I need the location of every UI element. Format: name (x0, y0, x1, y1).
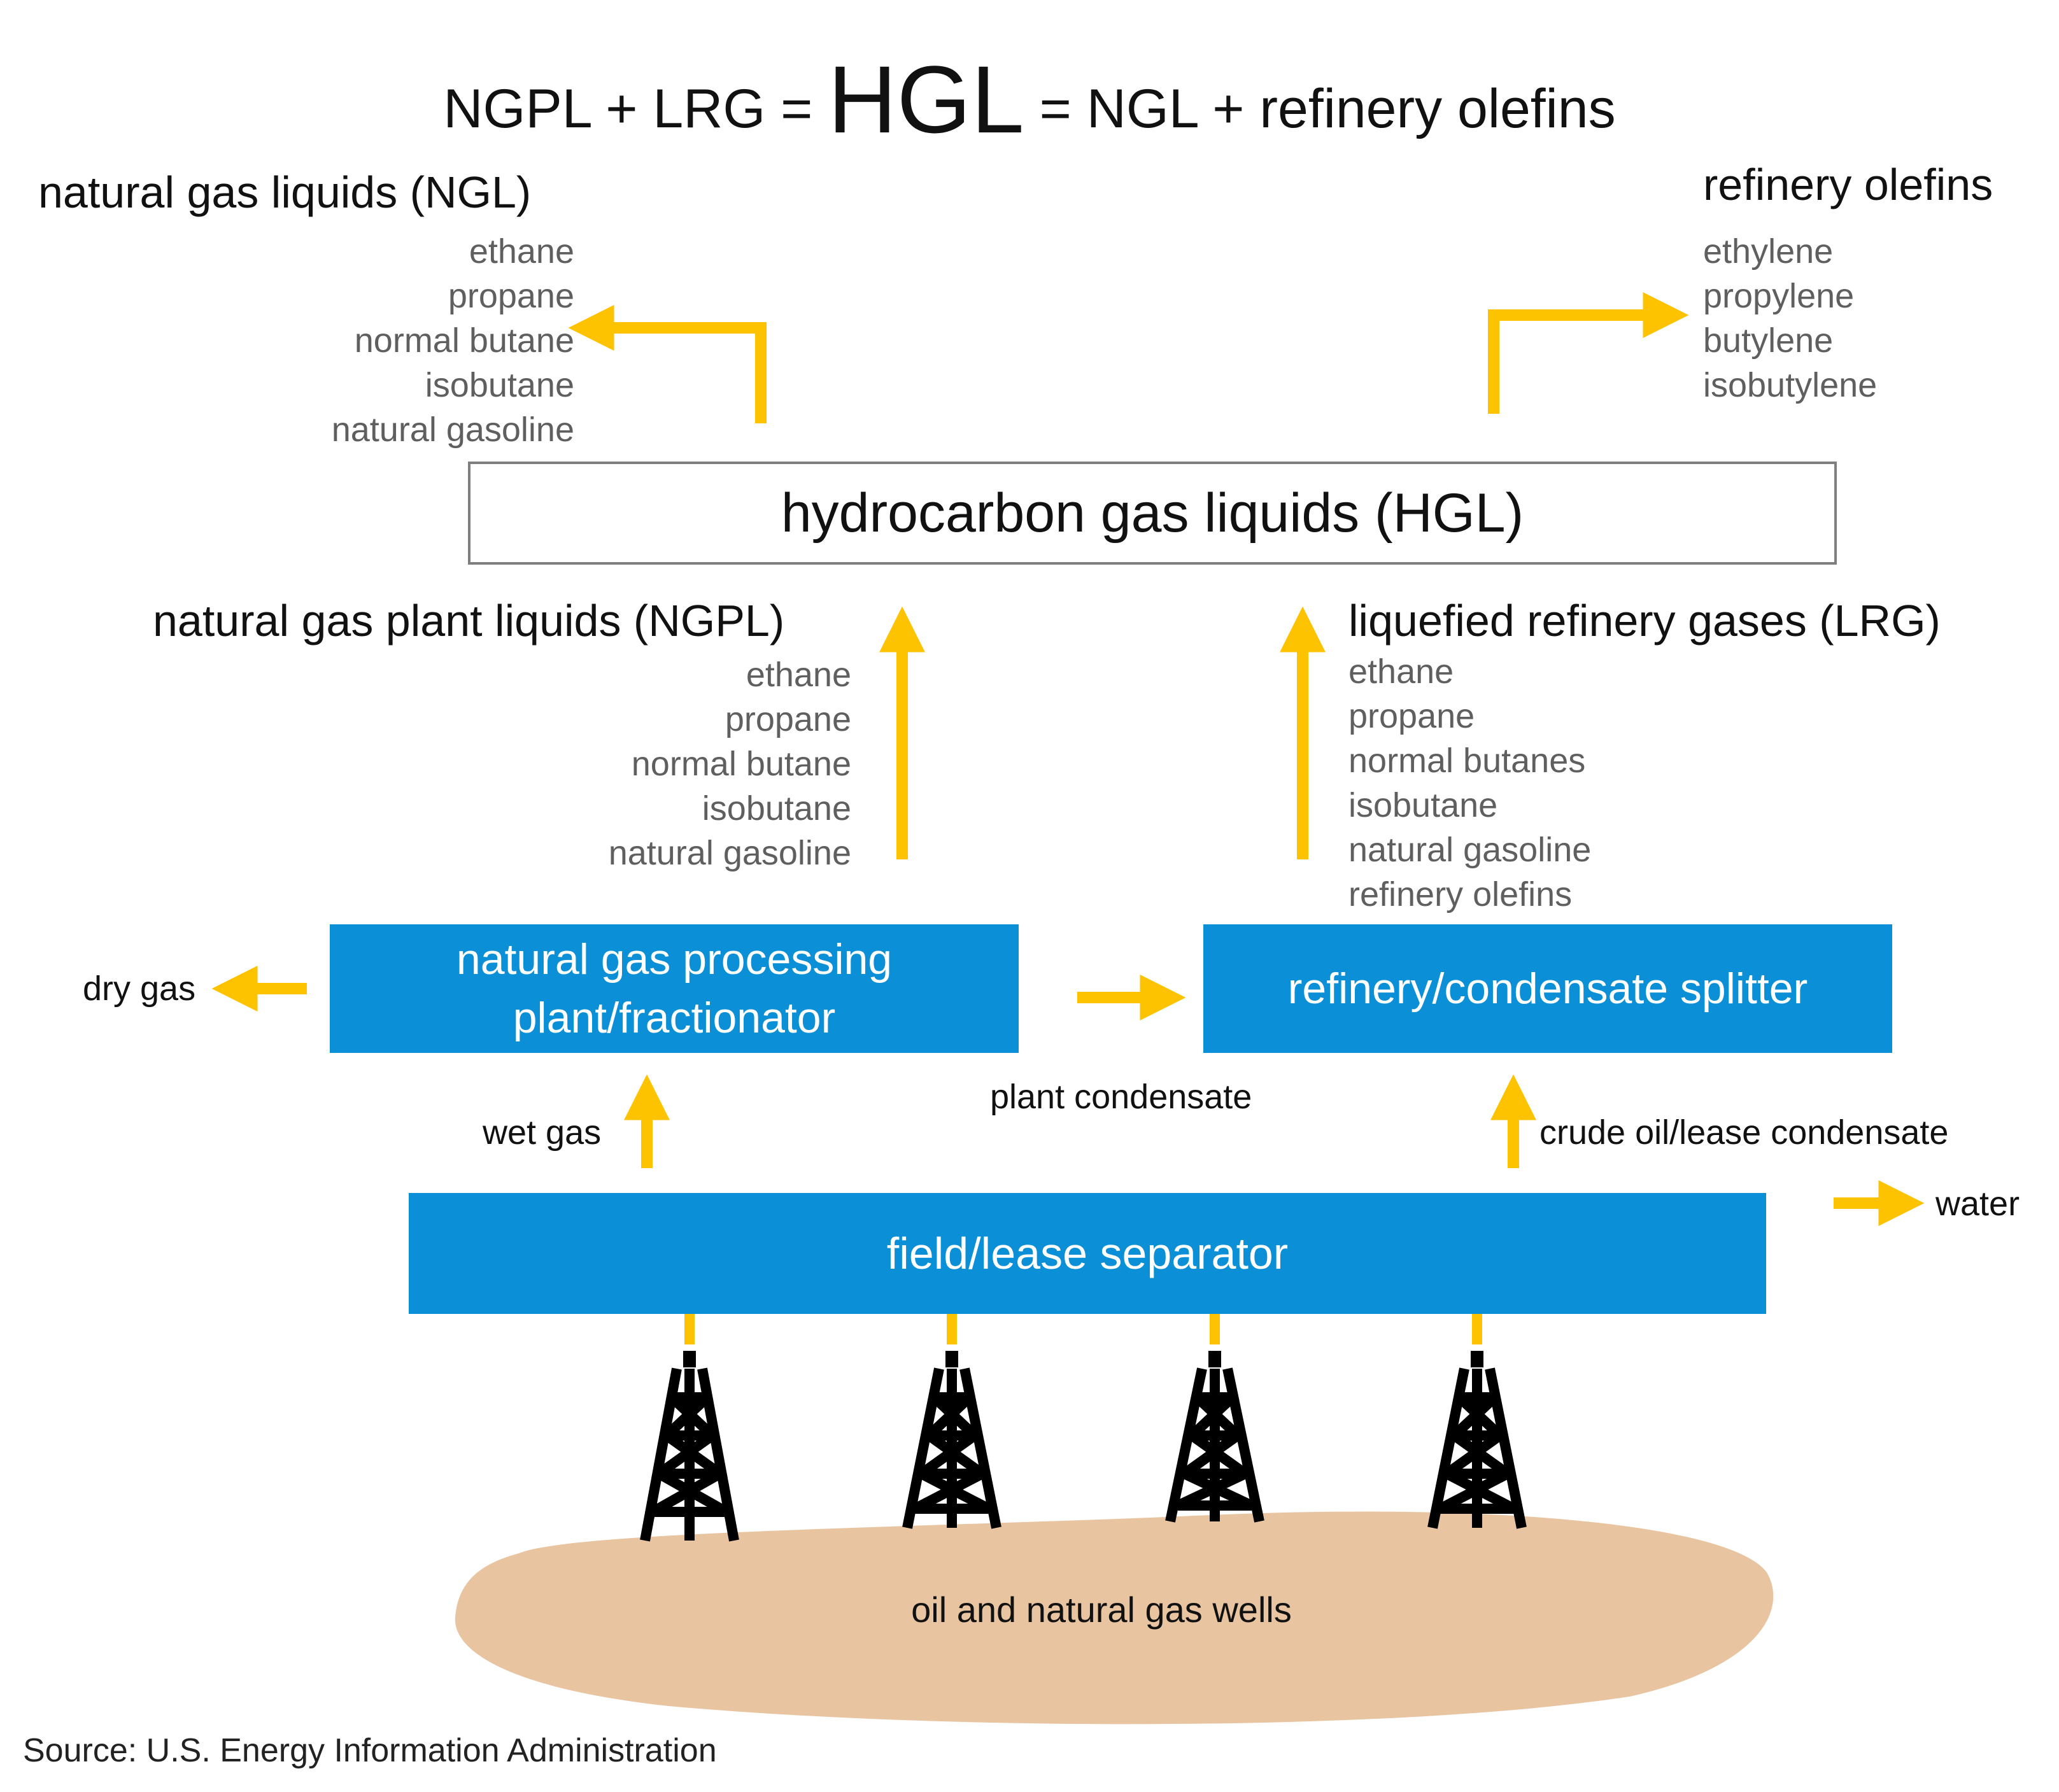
lrg-list: ethane propane normal butanes isobutane … (1348, 649, 1591, 917)
oil-derrick-icon (902, 1351, 1001, 1529)
oil-derrick-icon (1165, 1351, 1264, 1523)
processing-plant-line2: plant/fractionator (513, 994, 836, 1042)
arrow-hgl-to-ngl (568, 305, 767, 423)
hgl-box: hydrocarbon gas liquids (HGL) (468, 462, 1837, 565)
title-right: = NGL + refinery olefins (1039, 78, 1616, 139)
oil-derrick-icon (640, 1351, 739, 1542)
list-item: refinery olefins (1348, 875, 1573, 914)
diagram-title: NGPL + LRG = HGL = NGL + refinery olefin… (0, 45, 2059, 155)
refinery-splitter-box: refinery/condensate splitter (1203, 924, 1892, 1053)
ngl-heading: natural gas liquids (NGL) (38, 167, 532, 217)
title-left: NGPL + LRG = (443, 78, 813, 139)
ngl-list: ethane propane normal butane isobutane n… (191, 229, 574, 452)
ngpl-list: ethane propane normal butane isobutane n… (471, 653, 851, 875)
list-item: isobutane (425, 366, 574, 404)
oil-derrick-icon (1427, 1351, 1527, 1529)
ngpl-heading: natural gas plant liquids (NGPL) (153, 596, 785, 646)
list-item: normal butanes (1348, 742, 1586, 780)
crude-oil-label: crude oil/lease condensate (1539, 1113, 1949, 1152)
wells-label: oil and natural gas wells (911, 1590, 1292, 1630)
list-item: normal butane (354, 321, 574, 360)
list-item: natural gasoline (1348, 831, 1592, 869)
list-item: propylene (1703, 277, 1855, 315)
list-item: propane (448, 277, 574, 315)
dry-gas-label: dry gas (83, 970, 196, 1008)
list-item: ethane (746, 656, 851, 694)
list-item: isobutane (1348, 786, 1498, 824)
derrick-feed-lines (684, 1314, 1482, 1344)
source-note: Source: U.S. Energy Information Administ… (23, 1732, 717, 1769)
list-item: propane (725, 700, 851, 738)
list-item: natural gasoline (608, 834, 851, 872)
processing-plant-line1: natural gas processing (456, 935, 893, 984)
list-item: natural gasoline (331, 411, 574, 449)
arrow-hgl-to-olefins (1488, 292, 1689, 414)
list-item: isobutane (702, 789, 851, 828)
olefins-list: ethylene propylene butylene isobutylene (1703, 229, 1877, 407)
list-item: propane (1348, 697, 1475, 735)
list-item: normal butane (631, 745, 851, 783)
plant-condensate-label: plant condensate (990, 1078, 1252, 1116)
processing-plant-box: natural gas processing plant/fractionato… (330, 924, 1019, 1053)
list-item: ethane (469, 232, 574, 271)
list-item: ethane (1348, 653, 1454, 691)
lrg-heading: liquefied refinery gases (LRG) (1348, 596, 1941, 646)
field-separator-box: field/lease separator (409, 1193, 1766, 1314)
list-item: butylene (1703, 321, 1834, 360)
wells-ground-shape (455, 1511, 1774, 1725)
olefins-heading: refinery olefins (1703, 160, 1993, 209)
list-item: ethylene (1703, 232, 1834, 271)
list-item: isobutylene (1703, 366, 1878, 404)
title-hgl: HGL (828, 46, 1024, 153)
wet-gas-label: wet gas (483, 1113, 602, 1152)
water-label: water (1935, 1185, 2020, 1223)
